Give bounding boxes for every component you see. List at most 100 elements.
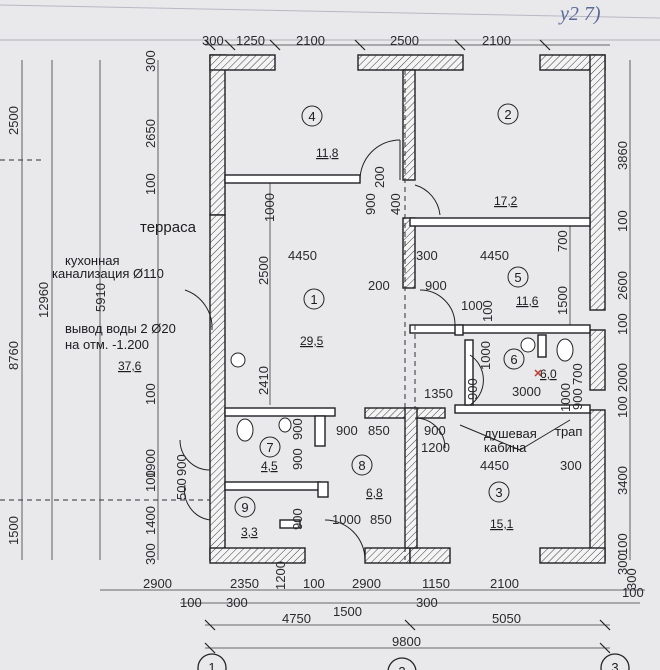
axis-label: 1 (208, 660, 215, 670)
svg-text:2500: 2500 (390, 33, 419, 48)
svg-text:100: 100 (143, 383, 158, 405)
svg-text:400: 400 (388, 193, 403, 215)
svg-text:900: 900 (425, 278, 447, 293)
svg-text:200: 200 (368, 278, 390, 293)
svg-text:100: 100 (180, 595, 202, 610)
svg-text:900: 900 (570, 388, 585, 410)
shower-label: кабина (484, 440, 527, 455)
svg-text:1500: 1500 (6, 516, 21, 545)
svg-text:900: 900 (290, 448, 305, 470)
svg-text:1150: 1150 (422, 576, 450, 591)
svg-text:5050: 5050 (492, 611, 521, 626)
doors (179, 139, 484, 561)
axis-labels: 1 2 3 (208, 660, 618, 670)
svg-text:1350: 1350 (424, 386, 453, 401)
svg-text:1200: 1200 (273, 561, 288, 590)
room-area: 6,8 (366, 486, 383, 500)
svg-text:2500: 2500 (6, 106, 21, 135)
svg-text:1000: 1000 (558, 383, 573, 412)
svg-text:200: 200 (372, 166, 387, 188)
room-area: 11,8 (316, 146, 339, 160)
svg-text:2410: 2410 (256, 366, 271, 395)
corner-note: у2 7) (558, 3, 601, 25)
fixtures (230, 337, 574, 451)
water-label: вывод воды 2 Ø20 (65, 321, 176, 336)
svg-text:100: 100 (622, 585, 644, 600)
room-area: 4,5 (261, 459, 278, 473)
svg-text:1400: 1400 (143, 506, 158, 535)
sewer-label: канализация Ø110 (52, 266, 164, 281)
room-area: 17,2 (494, 194, 518, 208)
room-area: 11,6 (516, 294, 539, 308)
svg-text:300: 300 (560, 458, 582, 473)
svg-text:4450: 4450 (288, 248, 317, 263)
svg-text:1250: 1250 (236, 33, 265, 48)
svg-text:1000: 1000 (332, 512, 361, 527)
svg-text:2900: 2900 (352, 576, 381, 591)
svg-text:5910: 5910 (93, 283, 108, 312)
svg-text:3860: 3860 (615, 141, 630, 170)
svg-text:100: 100 (480, 300, 495, 322)
room-number: 2 (504, 107, 511, 122)
svg-text:900: 900 (174, 454, 189, 476)
svg-text:3400: 3400 (615, 466, 630, 495)
svg-text:100: 100 (615, 210, 630, 232)
svg-text:900: 900 (424, 423, 446, 438)
left-dimensions: 2500 12960 8760 1500 300 2650 100 5910 1… (6, 50, 277, 565)
svg-text:900: 900 (465, 378, 480, 400)
svg-text:300: 300 (202, 33, 224, 48)
terrace-area: 37,6 (118, 359, 142, 373)
svg-text:3000: 3000 (512, 384, 541, 399)
svg-text:2900: 2900 (143, 576, 172, 591)
room-area: 6,0 (540, 367, 557, 381)
room-area: 29,5 (300, 334, 324, 348)
svg-text:300: 300 (226, 595, 248, 610)
water-label: на отм. -1.200 (65, 337, 149, 352)
room-numbers: 4 2 1 5 6 7 8 3 9 (241, 107, 521, 515)
svg-text:9800: 9800 (392, 634, 421, 649)
svg-text:2650: 2650 (143, 119, 158, 148)
svg-text:4750: 4750 (282, 611, 311, 626)
svg-text:1500: 1500 (555, 286, 570, 315)
axis-label: 2 (398, 664, 405, 670)
svg-text:2600: 2600 (615, 271, 630, 300)
room-number: 7 (266, 440, 273, 455)
room-number: 8 (358, 458, 365, 473)
svg-text:300: 300 (416, 595, 438, 610)
svg-text:4450: 4450 (480, 458, 509, 473)
terrace-label: терраса (140, 219, 197, 236)
axis-label: 3 (611, 660, 618, 670)
svg-text:2350: 2350 (230, 576, 259, 591)
room-number: 3 (495, 485, 502, 500)
svg-text:850: 850 (370, 512, 392, 527)
sink-icon (230, 352, 246, 368)
axis-markers (197, 653, 630, 670)
dimension-lines (21, 39, 645, 654)
room-number: 9 (241, 500, 248, 515)
svg-text:1000: 1000 (478, 341, 493, 370)
interior-dimensions: 4450 200 300 4450 900 100 1350 3000 900 … (288, 193, 585, 530)
room-number: 4 (308, 109, 315, 124)
shower-label: душевая (484, 426, 537, 441)
svg-text:1500: 1500 (333, 604, 362, 619)
room-circles (234, 103, 529, 518)
svg-text:2100: 2100 (296, 33, 325, 48)
room-area: 3,3 (241, 525, 258, 539)
svg-text:700: 700 (555, 230, 570, 252)
svg-text:100: 100 (461, 298, 483, 313)
svg-text:100: 100 (615, 533, 630, 555)
sink-icon (278, 417, 292, 433)
right-dimensions: 3860 100 2600 100 2000 100 3400 100 300 … (363, 141, 630, 575)
walls (209, 54, 606, 564)
toilet-icon (556, 338, 574, 362)
room-number: 6 (510, 352, 517, 367)
svg-text:2500: 2500 (256, 256, 271, 285)
svg-text:4450: 4450 (480, 248, 509, 263)
svg-text:100: 100 (143, 470, 158, 492)
dashed-guides (404, 70, 416, 560)
svg-text:300: 300 (615, 553, 630, 575)
svg-text:12960: 12960 (36, 282, 51, 318)
toilet-icon (236, 418, 254, 442)
svg-text:500: 500 (174, 478, 189, 500)
svg-text:300: 300 (624, 568, 639, 590)
